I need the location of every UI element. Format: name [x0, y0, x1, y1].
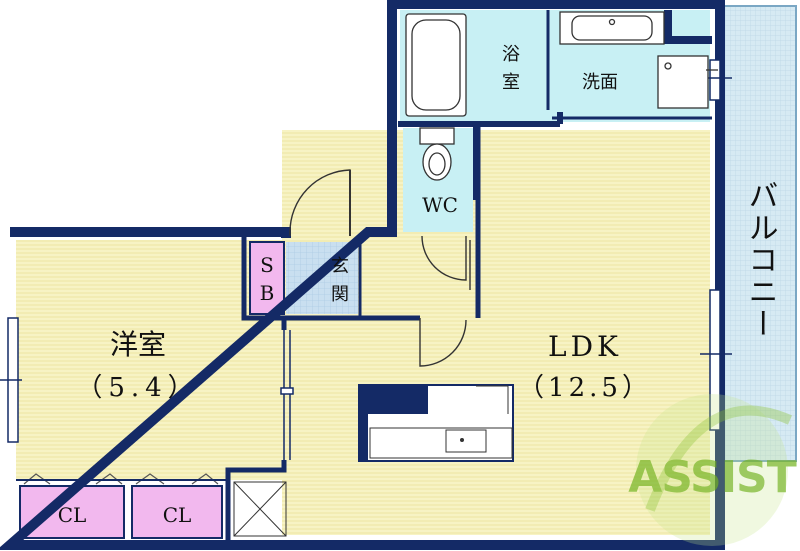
windows: [0, 59, 732, 443]
washing-machine-pan: [657, 55, 718, 109]
shoebox-label-1: S: [260, 253, 274, 277]
storage-box: [233, 481, 287, 537]
closet-2-label: CL: [163, 503, 192, 527]
wc-label: WC: [422, 193, 458, 217]
bath-label-2: 室: [502, 72, 520, 93]
entrance-label-2: 関: [331, 284, 349, 305]
bath-label-1: 浴: [502, 44, 520, 65]
shoe-box: [249, 241, 285, 315]
room-labels: 洋室 （5.4） LDK （12.5） 浴 室 洗面 WC 玄 関 S B CL…: [58, 44, 778, 527]
closet-1-label: CL: [58, 503, 87, 527]
kitchen-counter: [358, 384, 514, 462]
assist-watermark: ASSIST: [628, 394, 798, 546]
washroom-label: 洗面: [582, 72, 618, 93]
western-room-floor: [16, 240, 282, 480]
closet-2: [131, 485, 223, 539]
bathtub: [405, 13, 467, 117]
hall-floor: [370, 238, 480, 318]
partition-sliding-door: [280, 330, 294, 460]
ldk-name: LDK: [548, 330, 622, 363]
entrance-label-1: 玄: [331, 256, 349, 277]
ldk-door: [419, 318, 467, 367]
wc-door: [421, 235, 467, 281]
ldk-size: （12.5）: [518, 373, 652, 403]
shoebox-label-2: B: [260, 281, 275, 305]
balcony-label: バルコニー: [743, 180, 778, 340]
balcony: [721, 5, 797, 462]
walls: [0, 0, 725, 550]
western-room-size: （5.4）: [76, 373, 199, 403]
watermark-text: ASSIST: [628, 452, 797, 503]
toilet: [419, 127, 455, 181]
washbasin: [559, 11, 665, 45]
western-room-name: 洋室: [110, 328, 166, 361]
doors: [289, 169, 471, 367]
front-door: [289, 169, 351, 236]
ldk-floor: [282, 130, 710, 535]
